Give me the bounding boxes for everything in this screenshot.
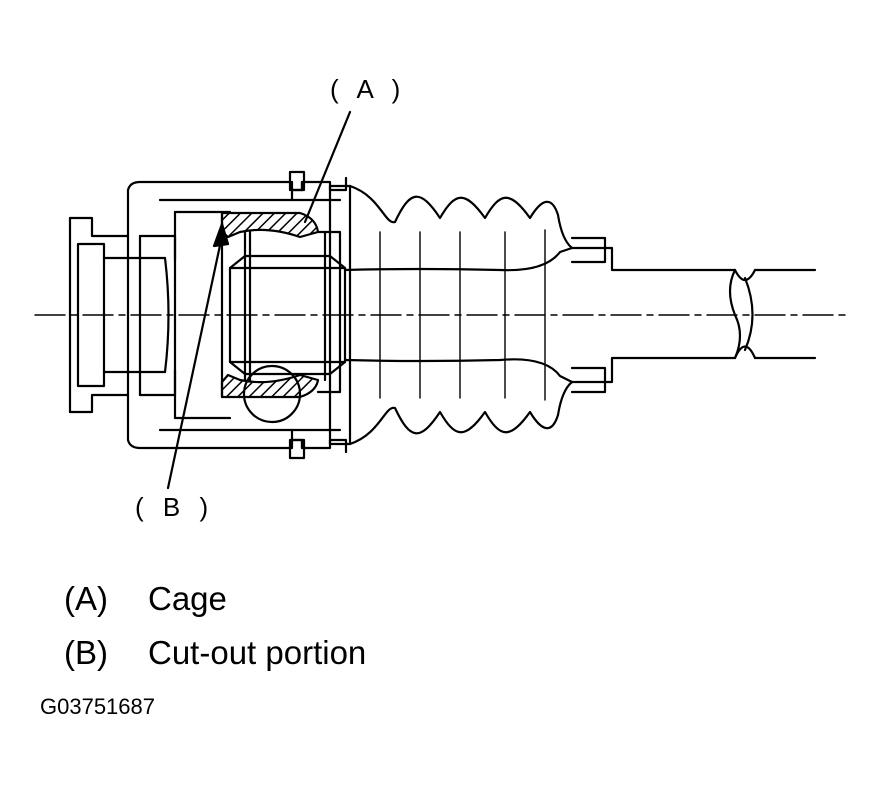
bearing-ball xyxy=(242,364,302,424)
outer-race-housing xyxy=(68,176,348,454)
legend-label: Cut-out portion xyxy=(148,634,367,671)
legend-label: Cage xyxy=(148,580,227,617)
leader-line-b xyxy=(166,234,224,490)
legend-item-cage: (A) Cage xyxy=(64,580,227,618)
callout-label-b: ( B ) xyxy=(135,492,215,522)
legend-key: (B) xyxy=(64,634,108,671)
cv-boot-bellows xyxy=(348,184,607,446)
legend-key: (A) xyxy=(64,580,108,617)
inner-race xyxy=(228,230,347,382)
cv-joint-cutaway-diagram xyxy=(34,110,846,490)
leader-line-a xyxy=(303,110,352,224)
drive-shaft xyxy=(343,246,817,384)
figure-id: G03751687 xyxy=(40,694,155,719)
legend-item-cut-out-portion: (B) Cut-out portion xyxy=(64,634,366,672)
callout-label-a: ( A ) xyxy=(330,74,407,104)
callout-leaders xyxy=(166,110,352,490)
leader-arrowhead-b xyxy=(212,222,230,248)
